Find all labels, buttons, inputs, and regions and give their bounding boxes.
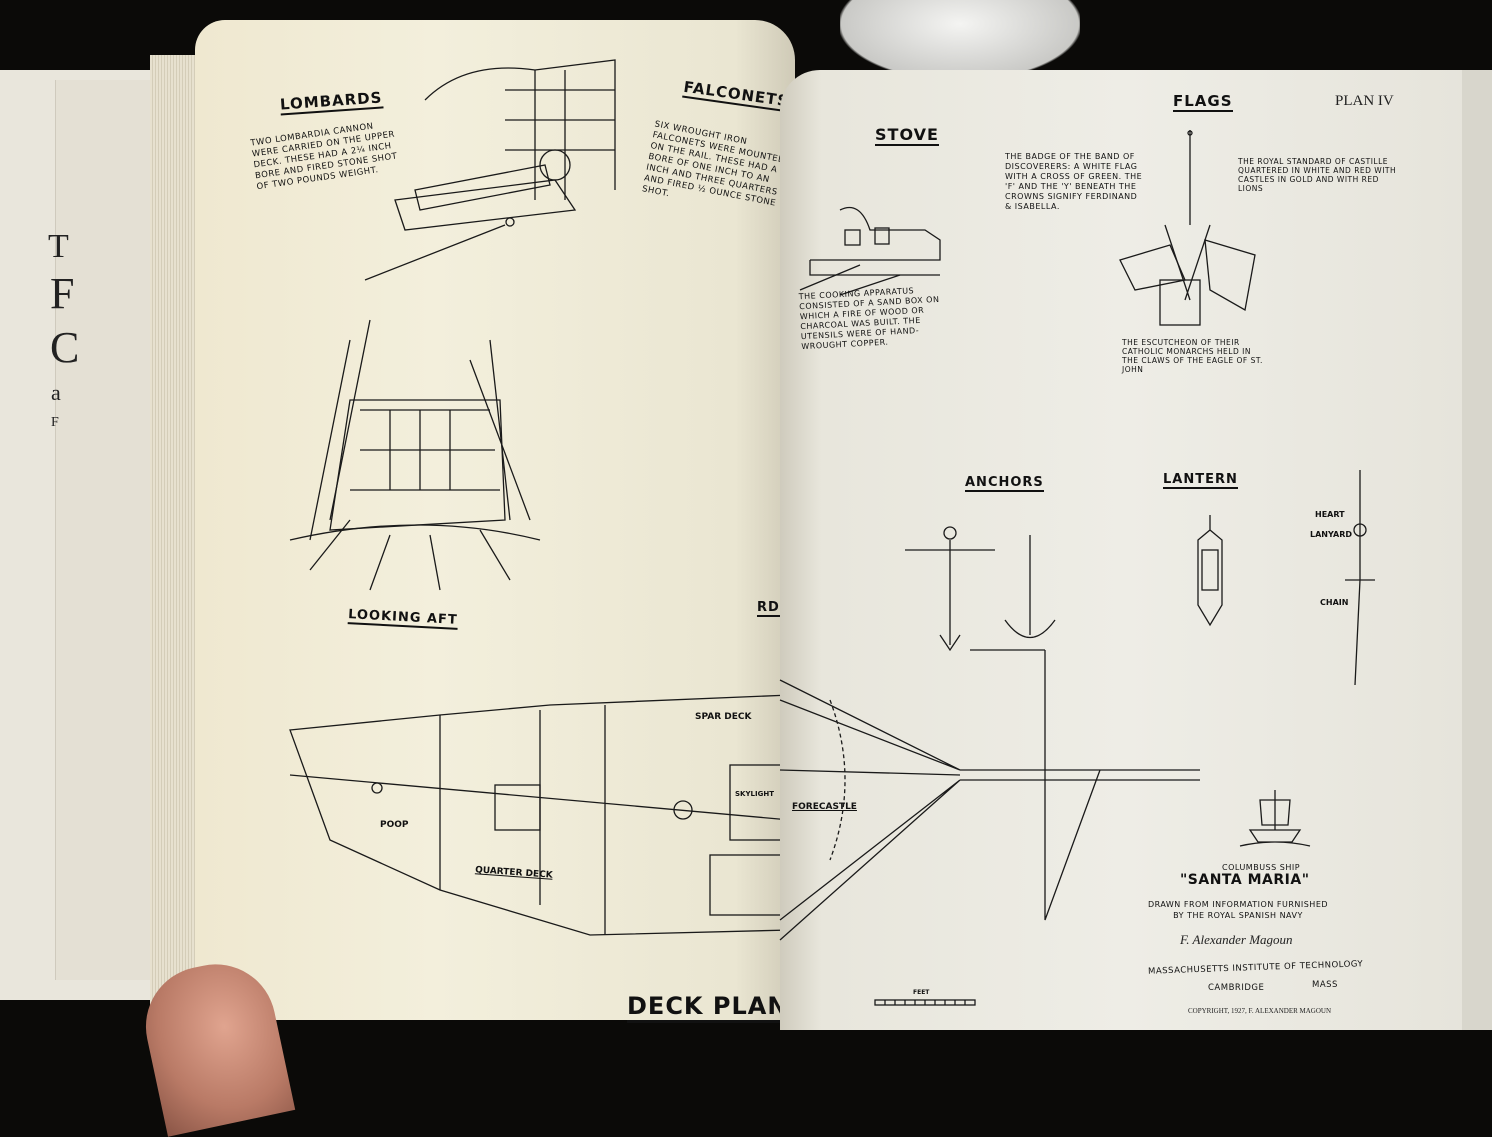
lombard-cannon-drawing bbox=[364, 59, 616, 281]
page-edges-right bbox=[1462, 70, 1492, 1030]
poop-label: POOP bbox=[380, 820, 409, 830]
institute-name: MASSACHUSETTS INSTITUTE OF TECHNOLOGY bbox=[1147, 959, 1364, 977]
escutcheon-caption: The escutcheon of their Catholic monarch… bbox=[1122, 338, 1263, 374]
ship-vignette-icon bbox=[1239, 790, 1311, 847]
chain-label: CHAIN bbox=[1320, 598, 1349, 607]
scale-label: FEET bbox=[913, 989, 930, 996]
deck-plan-bow-drawing bbox=[779, 649, 1200, 941]
spar-deck-label: SPAR DECK bbox=[695, 712, 752, 722]
background-cushion bbox=[840, 0, 1080, 80]
flags-heading: FLAGS bbox=[1173, 92, 1233, 112]
falconets-caption: Six wrought iron falconets were mounted … bbox=[641, 119, 786, 209]
cover-fragment: F bbox=[51, 415, 59, 430]
right-page: PLAN IV FLAGS STOVE The cooking apparatu… bbox=[779, 70, 1470, 1030]
title-line1: COLUMBUSS SHIP bbox=[1222, 863, 1301, 872]
looking-aft-heading: LOOKING AFT bbox=[347, 607, 459, 630]
partial-heading: RD bbox=[757, 600, 780, 617]
title-line3: By The Royal Spanish Navy bbox=[1173, 911, 1303, 920]
cover-fragment: F bbox=[50, 269, 75, 318]
cover-fragment: a bbox=[51, 380, 61, 405]
ship-name: "SANTA MARIA" bbox=[1180, 872, 1310, 888]
deck-plan-heading: DECK PLAN bbox=[627, 992, 789, 1023]
lantern-heading: LANTERN bbox=[1163, 472, 1238, 489]
deck-plan-aft-drawing bbox=[289, 694, 791, 936]
lantern-rigging-drawing bbox=[1345, 470, 1375, 686]
forecastle-label: FORECASTLE bbox=[792, 802, 857, 812]
flag-staff-drawing bbox=[1187, 130, 1193, 225]
anchors-heading: ANCHORS bbox=[965, 475, 1044, 492]
skylight-label: SKYLIGHT bbox=[735, 790, 774, 798]
stove-drawing bbox=[799, 206, 941, 296]
lombards-heading: LOMBARDS bbox=[279, 88, 384, 116]
lanyard-label: LANYARD bbox=[1310, 530, 1353, 539]
stove-heading: STOVE bbox=[875, 125, 939, 146]
escutcheon-flags-drawing bbox=[1119, 224, 1256, 326]
looking-aft-drawing bbox=[289, 319, 541, 591]
title-line2: Drawn From Information Furnished bbox=[1147, 900, 1329, 909]
falconets-heading: FALCONETS bbox=[682, 77, 791, 113]
badge-caption: The badge of the band of discoverers: a … bbox=[1005, 152, 1143, 211]
heart-label: HEART bbox=[1315, 510, 1345, 519]
state: MASS bbox=[1312, 980, 1338, 990]
cover-fragment: C bbox=[50, 323, 80, 372]
royal-standard-caption: The royal standard of Castille quartered… bbox=[1238, 157, 1397, 193]
scale-bar bbox=[874, 999, 976, 1006]
left-page: LOMBARDS Two Lombardia cannon were carri… bbox=[195, 20, 795, 1023]
copyright: COPYRIGHT, 1927, F. ALEXANDER MAGOUN bbox=[1188, 1007, 1332, 1015]
cover-fragment: T bbox=[48, 228, 69, 265]
plan-number: PLAN IV bbox=[1335, 93, 1394, 109]
stove-caption: The cooking apparatus consisted of a san… bbox=[798, 286, 940, 352]
lantern-drawing bbox=[1197, 515, 1223, 627]
lombards-caption: Two Lombardia cannon were carried on the… bbox=[249, 121, 399, 193]
signature: F. Alexander Magoun bbox=[1180, 932, 1293, 947]
anchors-drawing bbox=[905, 526, 1056, 652]
city: CAMBRIDGE bbox=[1208, 983, 1265, 993]
